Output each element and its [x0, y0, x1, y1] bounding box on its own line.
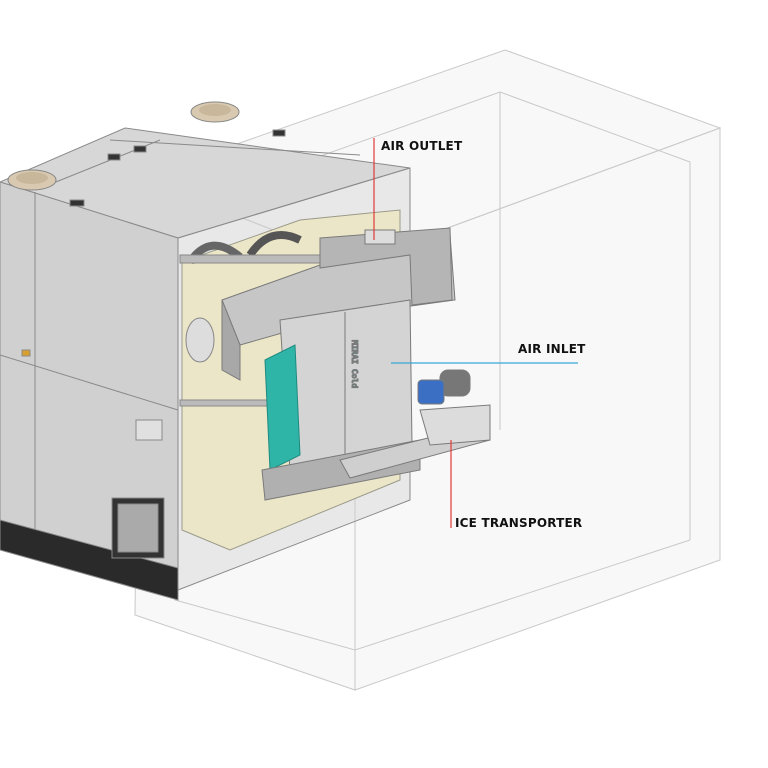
brand-text: MIRAI Cold: [350, 340, 359, 388]
air-outlet-label: AIR OUTLET: [381, 139, 463, 153]
ice-transporter-label: ICE TRANSPORTER: [455, 516, 583, 530]
air-inlet-label: AIR INLET: [518, 342, 586, 356]
air-outlet-duct: [221, 227, 456, 381]
ice-transporter: [339, 369, 491, 479]
air-ports: [7, 101, 240, 191]
air-inlet-panel: MIRAI Cold: [261, 299, 421, 501]
